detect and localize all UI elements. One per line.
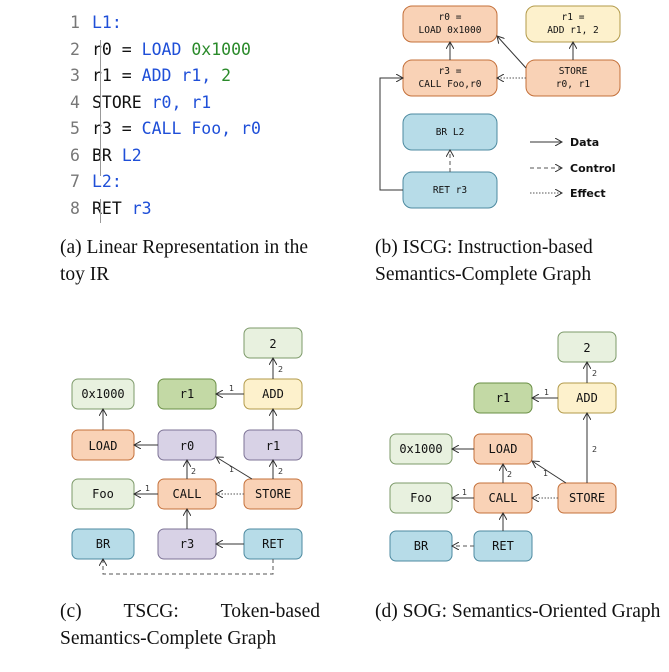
node-store-label: STORE [569,491,605,505]
edge-store-to-load [532,461,567,484]
edge-store-to-r0 [216,457,253,480]
caption-b: (b) ISCG: Instruction-based Semantics-Co… [375,237,593,285]
caption-d: (d) SOG: Semantics-Oriented Graph [375,601,661,622]
line-number: 5 [70,119,80,138]
line-number: 3 [70,66,80,85]
line-number: 7 [70,172,80,191]
node-br-label: BR L2 [436,127,465,138]
line-number: 4 [70,92,80,112]
code-line-4: 4 STORE r0, r1 [70,90,261,117]
node-call-label: CALL [173,487,202,501]
node-r3-label: r3 [180,537,194,551]
node-add-label: ADD [576,391,598,405]
code-keyword: ADD r1, [141,66,212,85]
node-br-label: BR [96,537,111,551]
panel-tscg: 2 0x1000 r1 ADD LOAD r0 r1 Foo CALL STOR… [0,320,340,672]
node-const-2-label: 2 [269,337,276,351]
code-number: 0x1000 [191,39,251,59]
node-load-label: LOAD [89,439,118,453]
node-r0-load-line2: LOAD 0x1000 [419,25,482,36]
caption-c: (c) TSCG: Token-based Semantics-Complete… [60,601,320,649]
line-number: 6 [70,145,80,165]
node-call-label: CALL [489,491,518,505]
code-line-2: 2 r0 = LOAD 0x1000 [70,37,261,64]
edge-label-store-add: 2 [592,445,597,454]
node-store-label: STORE [255,487,291,501]
code-line-7: 7 L2: [70,169,261,196]
node-r0-load-line1: r0 = [439,12,462,23]
edge-store-to-r0load [497,36,527,69]
code-listing: 1 L1: 2 r0 = LOAD 0x1000 3 r1 = ADD r1, 2 4… [70,10,261,223]
node-foo-label: Foo [92,487,114,501]
edge-label-call-r0: 2 [191,467,196,476]
code-text: STORE [92,92,152,112]
node-foo-label: Foo [410,491,432,505]
edge-label-add-2: 2 [278,365,283,374]
panel-iscg: r0 = LOAD 0x1000 r1 = ADD r1, 2 r3 = CAL… [340,0,669,300]
edge-label-call-foo: 1 [145,484,150,493]
code-keyword: L2 [121,145,142,165]
tscg-graph: 2 0x1000 r1 ADD LOAD r0 r1 Foo CALL STOR… [71,327,303,575]
edge-label-store-r0: 1 [229,465,234,474]
node-load-label: LOAD [489,442,518,456]
line-number: 8 [70,198,80,218]
edge-label-add-2: 2 [592,369,597,378]
node-const-2-label: 2 [583,341,590,355]
edge-label-store-load: 1 [543,469,548,478]
iscg-graph: r0 = LOAD 0x1000 r1 = ADD r1, 2 r3 = CAL… [379,5,621,209]
node-const-0x1000-label: 0x1000 [399,442,442,456]
node-ret-label: RET [262,537,284,551]
node-store-line1: STORE [559,66,588,77]
code-line-8: 8 RET r3 [70,196,261,223]
edge-ret-to-call [379,78,403,191]
code-label: L1: [92,13,122,32]
line-number: 1 [70,13,80,32]
code-line-3: 3 r1 = ADD r1, 2 [70,63,261,90]
node-r3-call-line1: r3 = [439,66,462,77]
edge-label-call-foo: 1 [462,488,467,497]
code-text: RET [92,198,132,218]
code-line-6: 6 BR L2 [70,143,261,170]
indent-bar-l2 [100,199,101,223]
edge-label-add-r1: 1 [544,388,549,397]
legend-data-label: Data [570,136,599,149]
code-text: BR [92,145,122,165]
node-store-line2: r0, r1 [556,79,591,90]
code-number: 2 [221,66,232,85]
node-r1-label: r1 [266,439,280,453]
edge-label-store-r1: 2 [278,467,283,476]
node-ret-label: RET [492,539,514,553]
code-label: L2: [92,172,122,191]
node-r1-add-line2: ADD r1, 2 [547,25,598,36]
panel-linear-ir: 1 L1: 2 r0 = LOAD 0x1000 3 r1 = ADD r1, 2 4… [0,0,340,300]
code-text: r1 = [92,66,142,85]
node-r1-add-line1: r1 = [562,12,585,23]
node-r1-top-label: r1 [180,387,194,401]
code-keyword: r3 [131,198,152,218]
node-add-label: ADD [262,387,284,401]
caption-a: (a) Linear Representation in the toy IR [60,237,308,285]
code-keyword: CALL Foo, r0 [141,119,261,138]
edge-label-call-load: 2 [507,470,512,479]
code-line-5: 5 r3 = CALL Foo, r0 [70,116,261,143]
legend-effect-label: Effect [570,187,606,200]
code-keyword: r0, r1 [151,92,212,112]
indent-bar-l1 [100,40,101,176]
line-number: 2 [70,39,80,59]
panel-sog: 2 r1 ADD 0x1000 LOAD Foo CALL STORE BR R… [340,320,669,672]
code-keyword: LOAD [141,39,182,59]
code-line-1: 1 L1: [70,10,261,37]
node-const-0x1000-label: 0x1000 [81,387,124,401]
edge-label-add-r1: 1 [229,384,234,393]
code-text: r3 = [92,119,142,138]
legend-control-label: Control [570,162,615,175]
node-r1-label: r1 [496,391,510,405]
sog-graph: 2 r1 ADD 0x1000 LOAD Foo CALL STORE BR R… [389,331,617,562]
code-text: r0 = [92,39,142,59]
node-br-label: BR [414,539,429,553]
node-ret-label: RET r3 [433,185,467,196]
edge-ret-to-br-control [103,559,274,575]
node-r3-call-line2: CALL Foo,r0 [419,79,482,90]
node-r0-label: r0 [180,439,194,453]
